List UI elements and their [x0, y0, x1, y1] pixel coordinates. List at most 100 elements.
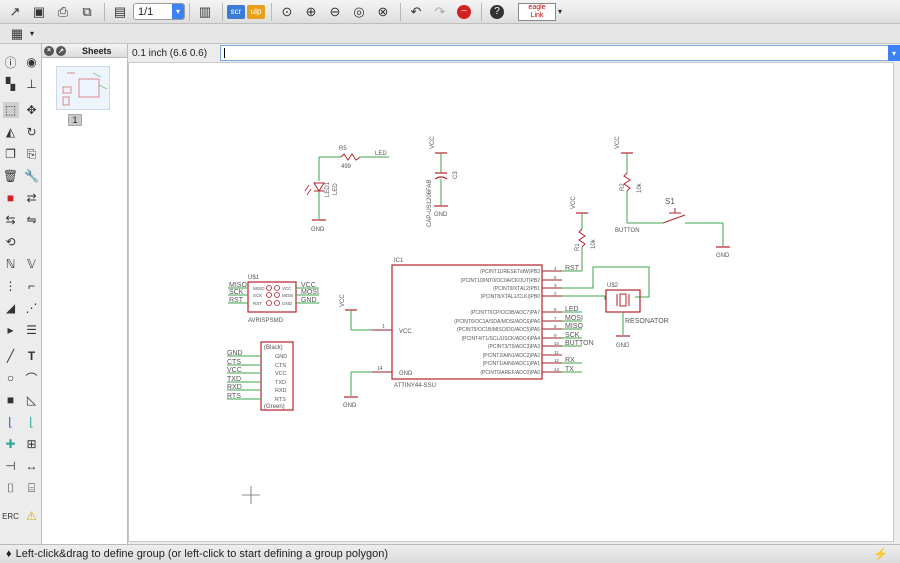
- led1-diode[interactable]: LED1 LED: [304, 181, 339, 219]
- invoke-icon[interactable]: ⟲: [5, 235, 16, 249]
- optimize-icon[interactable]: ⋰: [25, 301, 38, 315]
- chevron-down-icon[interactable]: ▾: [30, 29, 35, 38]
- u1-right-net: VCC: [301, 282, 316, 289]
- circle-icon[interactable]: ○: [6, 371, 15, 385]
- u1-left-net: MISO: [229, 282, 247, 289]
- cam-icon[interactable]: ⧉: [82, 3, 92, 19]
- rotate-icon[interactable]: ↻: [26, 125, 37, 139]
- value-icon[interactable]: 𝕍: [27, 257, 36, 271]
- c3-value: CAP-US1206FAB: [427, 180, 433, 227]
- ic1-net-label: LED: [565, 306, 579, 313]
- ulp-icon[interactable]: ulp: [247, 4, 265, 19]
- group-select-icon[interactable]: ⬚: [2, 102, 19, 118]
- zoom-out-icon[interactable]: ⊖: [329, 3, 341, 19]
- info-icon[interactable]: ⓘ: [4, 55, 17, 70]
- copy-icon[interactable]: ❐: [5, 147, 16, 161]
- u1-pad: [274, 300, 280, 306]
- s1-switch[interactable]: S1 BUTTON GND: [615, 197, 730, 259]
- gnd-symbol[interactable]: GND: [311, 219, 326, 233]
- schematic-drawing: R5 499 LED LED1 LED GND VCC C3 CAP-US120…: [227, 136, 730, 504]
- pinswap-icon[interactable]: ⇆: [5, 213, 16, 227]
- zoom-in-icon[interactable]: ⊕: [305, 3, 317, 19]
- print-icon[interactable]: ⎙: [57, 3, 69, 19]
- label-icon[interactable]: ⊞: [26, 437, 37, 451]
- rect-icon[interactable]: ■: [6, 393, 15, 407]
- text-icon[interactable]: T: [27, 349, 36, 363]
- warning-icon[interactable]: ⚠: [26, 509, 37, 523]
- delete-icon[interactable]: 🗑: [2, 169, 19, 183]
- board-switch-icon[interactable]: ▤: [113, 3, 127, 19]
- bus-route-icon[interactable]: ▸: [7, 323, 14, 337]
- open-icon[interactable]: ↗: [9, 3, 21, 19]
- c3-capacitor[interactable]: VCC C3 CAP-US1206FAB GND: [427, 136, 459, 227]
- junction-icon[interactable]: ✚: [5, 437, 16, 451]
- main-toolbar: ↗ ▣ ⎙ ⧉ ▤ 1/1 ▾ ▥ scr ulp ⊙ ⊕ ⊖ ◎ ⊗ ↶ ↷ …: [0, 0, 900, 24]
- mark-icon[interactable]: ⊥: [26, 77, 37, 91]
- zoom-fit-icon[interactable]: ⊙: [281, 3, 293, 19]
- miter-icon[interactable]: ⌐: [27, 279, 35, 293]
- align-icon[interactable]: ☰: [26, 323, 37, 337]
- redo-icon[interactable]: ↷: [434, 3, 446, 19]
- r1-resistor[interactable]: VCC R1 10k: [571, 196, 597, 271]
- r5-resistor[interactable]: R5 499 LED: [318, 146, 389, 181]
- replace-icon[interactable]: ⇄: [26, 191, 37, 205]
- gateswap-icon[interactable]: ⇋: [26, 213, 37, 227]
- undock-icon[interactable]: ↗: [56, 45, 66, 56]
- module-icon[interactable]: ⌸: [27, 480, 36, 495]
- attribute-icon[interactable]: ⊣: [5, 459, 16, 473]
- close-icon[interactable]: ×: [44, 45, 54, 56]
- c3-vcc-label: VCC: [430, 136, 436, 149]
- command-input[interactable]: [220, 45, 890, 61]
- sheet-number[interactable]: 1: [68, 114, 82, 126]
- dimension-icon[interactable]: ↔: [25, 459, 38, 473]
- u1-pad: [266, 300, 272, 306]
- zoom-select-icon[interactable]: ⊗: [377, 3, 389, 19]
- led1-name: LED1: [325, 181, 331, 197]
- move-icon[interactable]: ✥: [26, 103, 37, 117]
- ftdi-pin-label: RXD: [275, 388, 287, 394]
- help-icon[interactable]: ?: [486, 2, 508, 22]
- wrench-icon[interactable]: 🔧: [24, 169, 39, 183]
- ic1-gnd-net[interactable]: GND: [343, 371, 372, 409]
- arc-icon[interactable]: ⌒: [25, 371, 38, 386]
- polygon-icon[interactable]: ◺: [26, 393, 37, 407]
- bus-icon[interactable]: ⌊: [8, 415, 13, 429]
- save-icon[interactable]: ▣: [32, 3, 46, 19]
- u2-resonator[interactable]: U$2 RESONATOR GND: [605, 283, 669, 349]
- use-library-icon[interactable]: ▥: [198, 3, 212, 19]
- name-icon[interactable]: ℕ: [5, 257, 16, 271]
- line-icon[interactable]: ╱: [6, 349, 15, 363]
- status-bar: ♦ Left-click&drag to define group (or le…: [0, 544, 900, 563]
- frame-icon[interactable]: ⌷: [6, 480, 15, 495]
- schematic-canvas[interactable]: R5 499 LED LED1 LED GND VCC C3 CAP-US120…: [128, 62, 894, 542]
- ic1-vcc-net[interactable]: VCC: [340, 294, 372, 331]
- toolbar-separator: [271, 2, 272, 21]
- paste-icon[interactable]: ⎘: [26, 146, 37, 161]
- ic1-pin-number: 3: [554, 283, 557, 288]
- command-history-dropdown[interactable]: ▾: [888, 45, 900, 61]
- erc-icon[interactable]: ERC: [2, 511, 19, 521]
- split-icon[interactable]: ◢: [5, 301, 16, 315]
- show-icon[interactable]: ◉: [26, 55, 37, 69]
- display-icon[interactable]: ▚: [5, 77, 16, 91]
- add-part-icon[interactable]: ■: [6, 191, 15, 205]
- ic1-net-label: TX: [565, 366, 574, 373]
- net-icon[interactable]: ⌊: [29, 415, 34, 429]
- undo-icon[interactable]: ↶: [410, 3, 422, 19]
- r2-resistor[interactable]: VCC R2 10k: [615, 136, 643, 223]
- grid-icon[interactable]: ▦: [10, 25, 24, 41]
- zoom-redraw-icon[interactable]: ◎: [353, 3, 365, 19]
- cursor-crosshair: [242, 486, 260, 504]
- script-icon[interactable]: scr: [227, 4, 245, 19]
- mirror-icon[interactable]: ◭: [5, 125, 16, 139]
- sheet-select[interactable]: 1/1 ▾: [133, 3, 185, 20]
- chevron-down-icon[interactable]: ▾: [558, 7, 563, 16]
- ic1-attiny44[interactable]: IC1 ATTINY44-SSU 1 VCC 14 GND (PCINT11/R…: [372, 258, 594, 389]
- lightning-icon[interactable]: ⚡: [873, 547, 888, 561]
- stop-icon[interactable]: −: [453, 2, 475, 22]
- smash-icon[interactable]: ⋮: [4, 279, 17, 293]
- sheet-thumbnail[interactable]: [56, 66, 110, 110]
- eagle-logo[interactable]: eagle Link: [518, 2, 556, 21]
